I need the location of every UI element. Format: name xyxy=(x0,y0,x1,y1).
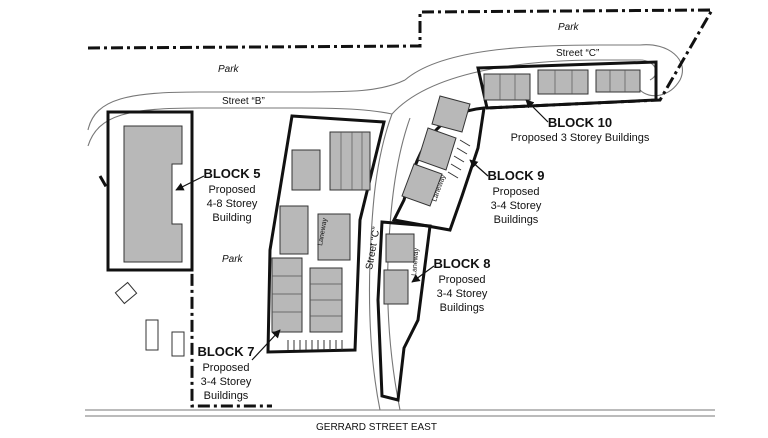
block-8-line2: 3-4 Storey xyxy=(437,288,488,300)
existing-structures xyxy=(114,281,185,357)
block-7-building xyxy=(317,213,351,261)
gerrard-street-label: GERRARD STREET EAST xyxy=(316,422,437,433)
block-10-callout: BLOCK 10 Proposed 3 Storey Buildings xyxy=(511,99,650,144)
laneway-label-left: Laneway xyxy=(317,217,329,246)
block-5-title: BLOCK 5 xyxy=(203,166,260,181)
street-b-road xyxy=(87,79,406,147)
block-9-line1: Proposed xyxy=(492,186,539,198)
block-7-building xyxy=(271,257,303,333)
block-10-building xyxy=(483,73,531,101)
block-9-building xyxy=(431,95,471,133)
block-9-line3: Buildings xyxy=(494,214,539,226)
block-8-building xyxy=(383,269,409,305)
block-7-building xyxy=(291,149,321,191)
park-label-upper: Park xyxy=(218,64,240,75)
block-5-line1: Proposed xyxy=(208,184,255,196)
unit-dividers xyxy=(272,70,626,317)
block-10-title: BLOCK 10 xyxy=(548,115,612,130)
block-5-line2: 4-8 Storey xyxy=(207,198,258,210)
laneway-label-block8: Laneway xyxy=(411,247,420,276)
block-7-building xyxy=(279,205,309,255)
block-7-callout: BLOCK 7 Proposed 3-4 Storey Buildings xyxy=(197,329,281,402)
park-label-middle: Park xyxy=(222,254,244,265)
block-8-line1: Proposed xyxy=(438,274,485,286)
block-7-building xyxy=(329,131,371,191)
block-8-outline xyxy=(376,220,432,402)
block-10-building xyxy=(595,69,641,93)
block-9-title: BLOCK 9 xyxy=(487,168,544,183)
block-10-building xyxy=(537,69,589,95)
block-8-title: BLOCK 8 xyxy=(433,256,490,271)
block-8-building xyxy=(385,233,415,263)
block-7-line3: Buildings xyxy=(204,390,249,402)
block-5-outline xyxy=(106,110,194,272)
parking-stripes xyxy=(287,139,471,350)
street-b-label: Street “B” xyxy=(222,96,265,107)
block-7-line2: 3-4 Storey xyxy=(201,376,252,388)
block-9-line2: 3-4 Storey xyxy=(491,200,542,212)
buildings xyxy=(123,69,641,333)
block-9-callout: BLOCK 9 Proposed 3-4 Storey Buildings xyxy=(469,159,545,226)
block-10-line1: Proposed 3 Storey Buildings xyxy=(511,132,650,144)
block-5-line3: Building xyxy=(212,212,251,224)
block-8-callout: BLOCK 8 Proposed 3-4 Storey Buildings xyxy=(411,256,491,314)
block-7-line1: Proposed xyxy=(202,362,249,374)
block-5-building xyxy=(123,125,183,263)
block-7-title: BLOCK 7 xyxy=(197,344,254,359)
block-8-line3: Buildings xyxy=(440,302,485,314)
gerrard-street-road xyxy=(85,409,715,417)
block-5-callout: BLOCK 5 Proposed 4-8 Storey Building xyxy=(175,166,261,224)
block-7-outline xyxy=(266,114,386,354)
block-9-building xyxy=(417,127,457,171)
park-label-top: Park xyxy=(558,22,580,33)
block-9-building xyxy=(401,163,443,207)
street-c-label-top: Street “C” xyxy=(556,48,599,59)
